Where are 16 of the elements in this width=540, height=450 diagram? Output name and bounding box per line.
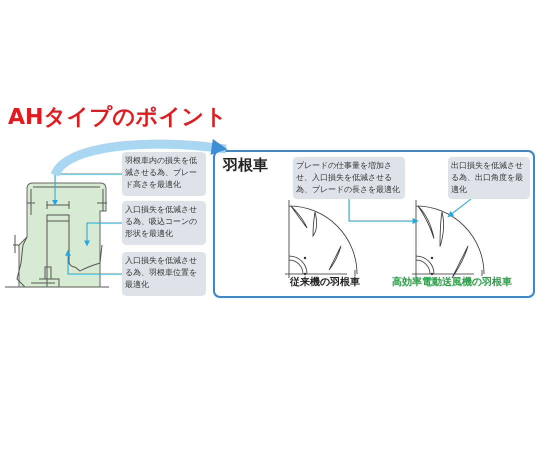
leader-line: [448, 198, 472, 218]
node-label: 従来機の羽根車: [290, 276, 360, 289]
callout-box: 出口損失を低減させる為、出口角度を最適化: [448, 157, 530, 199]
leader-line: [52, 174, 122, 206]
leader-line: [65, 250, 122, 274]
arrow: [51, 139, 228, 178]
leader-line: [84, 222, 122, 246]
panel: [213, 150, 535, 298]
leader-line: [348, 198, 419, 224]
panel-heading: 羽根車: [223, 156, 268, 175]
callout-box: 入口損失を低減させる為、吸込コーンの形状を最適化: [122, 201, 206, 245]
callout-box: 入口損失を低減させる為、羽根車位置を最適化: [122, 252, 206, 296]
callout-box: 羽根車内の損失を低減させる為、ブレード高さを最適化: [122, 152, 206, 196]
node-label: 高効率電動送風機の羽根車: [392, 275, 512, 289]
heading: AHタイプのポイント: [8, 104, 228, 132]
callout-box: ブレードの仕事量を増加させ、入口損失を低減させる為、ブレードの長さを最適化: [293, 157, 405, 199]
